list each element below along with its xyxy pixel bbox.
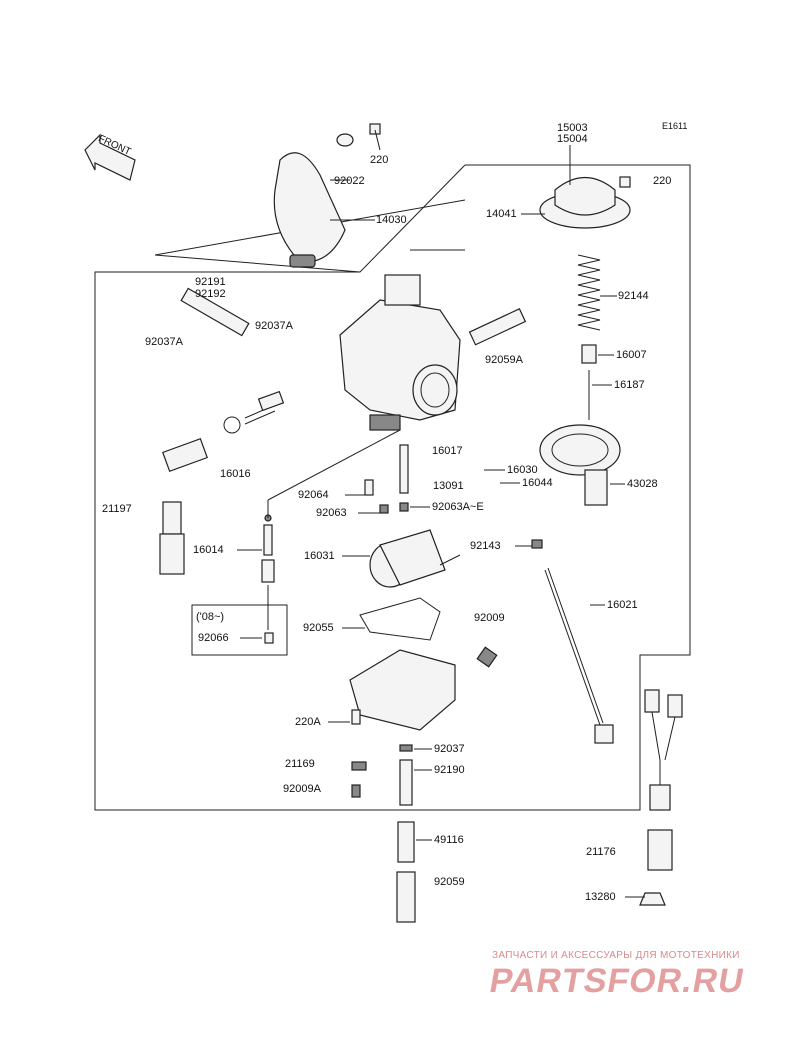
- tube-92191: [180, 287, 250, 337]
- label-92143: 92143: [470, 540, 501, 552]
- screw-assembly-16016: [162, 390, 285, 473]
- watermark-brand: PARTSFOR.RU: [486, 962, 748, 1000]
- label-21176: 21176: [586, 846, 616, 858]
- float-bowl: [349, 646, 498, 731]
- leader-lines: [237, 129, 645, 898]
- needle-parts-16014: [261, 514, 275, 583]
- label-43028: 43028: [627, 478, 658, 490]
- label-92190: 92190: [434, 764, 465, 776]
- label-92009A: 92009A: [283, 783, 321, 795]
- label-16021: 16021: [607, 599, 638, 611]
- drain-49116: [397, 821, 415, 863]
- label-92064: 92064: [298, 489, 329, 501]
- part-92066: [264, 632, 274, 644]
- label-92022: 92022: [334, 175, 365, 187]
- label-92037: 92037: [434, 743, 465, 755]
- screw-21169: [351, 761, 367, 771]
- label-16187: 16187: [614, 379, 645, 391]
- label-92059: 92059: [434, 876, 465, 888]
- label-15004: 15004: [557, 133, 588, 145]
- label-220-right: 220: [653, 175, 672, 187]
- label-92191: 92191: [195, 276, 226, 288]
- spring-92144: [577, 254, 601, 331]
- jet-92063: [379, 504, 389, 514]
- gasket-92055: [359, 597, 441, 641]
- boot-14030: [273, 123, 381, 268]
- label-92066: 92066: [198, 632, 229, 644]
- diaphragm-43028: [539, 424, 621, 506]
- top-cover-14041: [539, 176, 631, 229]
- label-13280: 13280: [585, 891, 616, 903]
- frame-outline: [94, 164, 691, 811]
- label-14030: 14030: [376, 214, 407, 226]
- label-21197: 21197: [102, 503, 132, 515]
- label-13091: 13091: [433, 480, 464, 492]
- jet-16017: [399, 444, 409, 494]
- washer-92037: [399, 744, 413, 752]
- label-16007: 16007: [616, 349, 647, 361]
- cable-16021: [531, 539, 614, 744]
- label-16016: 16016: [220, 468, 251, 480]
- carburetor-body: [339, 274, 461, 431]
- diagram-code: E1611: [662, 121, 688, 131]
- label-15003: 15003: [557, 122, 588, 134]
- label-92037A-left: 92037A: [145, 336, 183, 348]
- label-49116: 49116: [434, 834, 464, 846]
- box-08: [191, 604, 288, 656]
- jet-92064: [364, 479, 374, 496]
- jet-92063AE: [399, 502, 409, 512]
- tube-92059A: [468, 308, 527, 346]
- label-21169: 21169: [285, 758, 315, 770]
- front-arrow-icon: [84, 133, 136, 181]
- label-220A: 220A: [295, 716, 321, 728]
- label-92059A: 92059A: [485, 354, 523, 366]
- watermark-tagline: ЗАПЧАСТИ И АКСЕССУАРЫ ДЛЯ МОТОТЕХНИКИ: [492, 950, 740, 961]
- label-92055: 92055: [303, 622, 334, 634]
- fitting-21197: [159, 501, 185, 575]
- label-14041: 14041: [486, 208, 517, 220]
- intake-16031: [369, 529, 461, 588]
- hose-92059: [396, 871, 416, 923]
- label-16017: 16017: [432, 445, 463, 457]
- harness-21176: [639, 689, 683, 906]
- screw-92009A: [351, 784, 361, 798]
- label-92192: 92192: [195, 288, 226, 300]
- label-16031: 16031: [304, 550, 335, 562]
- label-16030: 16030: [507, 464, 538, 476]
- label-16014: 16014: [193, 544, 224, 556]
- tube-92190: [399, 759, 413, 806]
- label-92144: 92144: [618, 290, 649, 302]
- label-08: ('08~): [196, 611, 225, 623]
- label-220-top: 220: [370, 154, 389, 166]
- label-92063AE: 92063A~E: [432, 501, 484, 513]
- label-92063: 92063: [316, 507, 347, 519]
- label-16044: 16044: [522, 477, 553, 489]
- label-92009: 92009: [474, 612, 505, 624]
- frame-top-line-2: [154, 254, 361, 273]
- holder-16007: [581, 344, 597, 364]
- label-92037A-right: 92037A: [255, 320, 293, 332]
